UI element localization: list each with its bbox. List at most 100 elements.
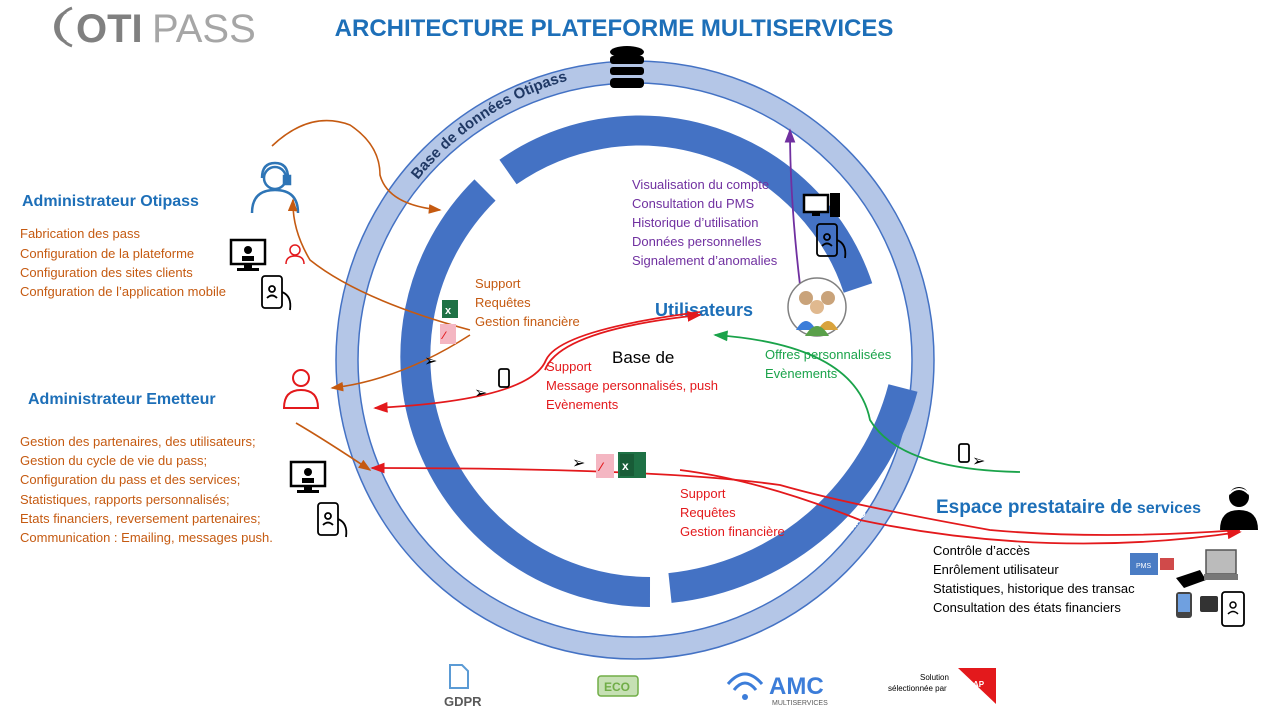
arrow-provider-to-users: [713, 330, 1021, 473]
arrow-users-to-user-space: [784, 128, 801, 286]
admin-emetteur-item: Etats financiers, reversement partenaire…: [20, 511, 261, 526]
pdf-icon: ⁄: [440, 324, 456, 344]
support-red-list: Support Message personnalisés, push Evèn…: [546, 359, 718, 412]
provider-item: Consultation des états financiers: [933, 600, 1121, 615]
svg-text:x: x: [622, 459, 629, 473]
provider-person-icon: [1220, 487, 1258, 530]
support-bottom-list: Support Requêtes Gestion financière: [680, 486, 785, 539]
svg-text:x: x: [445, 305, 452, 317]
provider-list: Contrôle d’accès Enrôlement utilisateur …: [933, 543, 1135, 615]
admin-emetteur-item: Gestion du cycle de vie du pass;: [20, 453, 207, 468]
user-feature-item: Signalement d’anomalies: [632, 253, 778, 268]
provider-item: Contrôle d’accès: [933, 543, 1030, 558]
smartphone-hand-icon: [261, 275, 292, 311]
person-outline-icon: [285, 244, 305, 265]
eco-logo: ECO: [597, 675, 639, 697]
offers-item: Evènements: [765, 366, 838, 381]
admin-otipass-item: Fabrication des pass: [20, 226, 140, 241]
arrow-otipass-to-console: [271, 119, 442, 214]
support-top-list: Support Requêtes Gestion financière: [475, 276, 580, 329]
support-top-item: Requêtes: [475, 295, 531, 310]
arrow-console-to-provider: [679, 469, 1242, 545]
excel-icon: x: [442, 300, 458, 318]
admin-otipass-item: Confguration de l’application mobile: [20, 284, 226, 299]
headset-person-icon: [250, 161, 300, 214]
user-feature-item: Visualisation du compte: [632, 177, 769, 192]
user-feature-item: Historique d’utilisation: [632, 215, 758, 230]
ugap-badge: UGAP: [961, 680, 985, 689]
ring-segment-provider-space: [668, 384, 918, 603]
gdpr-logo: GDPR: [444, 664, 482, 709]
signal-wave-1: [56, 6, 73, 48]
mobile-phone-icon-2: [958, 443, 970, 463]
svg-text:⁄: ⁄: [597, 460, 605, 474]
amc-label: AMC: [769, 673, 824, 700]
pdf-icon-2: ⁄: [596, 454, 614, 478]
send-icon-4: ➢: [572, 455, 585, 472]
provider-item: Statistiques, historique des transac: [933, 581, 1135, 596]
ugap-line-2: sélectionnée par: [888, 684, 947, 693]
support-red-item: Message personnalisés, push: [546, 378, 718, 393]
arrow-support-to-emetteur: [330, 334, 471, 392]
arrow-users-to-console: [373, 311, 701, 413]
excel-icon-2: x: [618, 452, 646, 478]
ring-segment-user-space: [499, 115, 873, 293]
eco-label: ECO: [604, 680, 630, 694]
arrow-support-to-otipass: [287, 198, 471, 331]
smartphone-hand-icon-2: [317, 502, 348, 538]
support-top-item: Support: [475, 276, 521, 291]
provider-devices-icon: PMS: [1130, 549, 1245, 627]
admin-emetteur-item: Communication : Emailing, messages push.: [20, 530, 273, 545]
user-feature-item: Données personnelles: [632, 234, 762, 249]
ugap-logo: Solution sélectionnée par UGAP: [888, 668, 996, 704]
admin-otipass-item: Configuration de la plateforme: [20, 246, 194, 261]
support-bottom-item: Support: [680, 486, 726, 501]
arrow-emetteur-to-console: [295, 422, 372, 471]
otipass-logo: OTI PASS: [54, 6, 256, 51]
admin-emetteur-item: Statistiques, rapports personnalisés;: [20, 492, 230, 507]
support-top-item: Gestion financière: [475, 314, 580, 329]
computer-user-icon: [229, 238, 267, 271]
admin-emetteur-person-icon: [282, 369, 320, 409]
send-icon-2: ➢: [474, 385, 487, 402]
ugap-line-1: Solution: [920, 673, 949, 682]
users-group-icon: [787, 277, 847, 337]
amc-sublabel: MULTISERVICES: [772, 700, 828, 707]
support-bottom-item: Gestion financière: [680, 524, 785, 539]
ring-segment-admin-console: [400, 179, 651, 607]
mobile-phone-icon: [498, 368, 510, 388]
user-feature-item: Consultation du PMS: [632, 196, 754, 211]
pms-badge: PMS: [1136, 563, 1152, 570]
center-label: Base de: [612, 348, 674, 367]
provider-heading: Espace prestataire de services: [936, 497, 1201, 518]
logo-text-pass: PASS: [152, 7, 256, 51]
support-red-item: Support: [546, 359, 592, 374]
gdpr-label: GDPR: [444, 694, 482, 709]
admin-emetteur-item: Gestion des partenaires, des utilisateur…: [20, 434, 256, 449]
offers-list: Offres personnalisées Evènements: [765, 347, 892, 381]
admin-emetteur-list: Gestion des partenaires, des utilisateur…: [20, 434, 273, 545]
logo-text-oti: OTI: [76, 7, 143, 51]
admin-otipass-list: Fabrication des pass Configuration de la…: [20, 226, 226, 299]
user-features-list: Visualisation du compte Consultation du …: [632, 177, 778, 268]
computer-user-icon-2: [289, 460, 327, 493]
admin-emetteur-heading: Administrateur Emetteur: [28, 391, 216, 408]
admin-emetteur-item: Configuration du pass et des services;: [20, 472, 240, 487]
amc-logo: AMC MULTISERVICES: [726, 672, 828, 707]
page-title: ARCHITECTURE PLATEFORME MULTISERVICES: [335, 15, 894, 42]
support-bottom-item: Requêtes: [680, 505, 736, 520]
admin-otipass-item: Configuration des sites clients: [20, 265, 193, 280]
arrow-provider-to-console: [370, 462, 1241, 536]
provider-item: Enrôlement utilisateur: [933, 562, 1059, 577]
offers-item: Offres personnalisées: [765, 347, 892, 362]
send-icon: ➢: [424, 353, 437, 370]
smartphone-hand-icon-3: [816, 223, 847, 259]
send-icon-3: ➢: [972, 453, 985, 470]
arrow-console-to-users: [544, 310, 702, 371]
database-icon: [610, 46, 644, 88]
desktop-computer-icon: [802, 193, 840, 217]
svg-text:⁄: ⁄: [440, 330, 447, 342]
admin-otipass-heading: Administrateur Otipass: [22, 193, 199, 210]
support-red-item: Evènements: [546, 397, 619, 412]
